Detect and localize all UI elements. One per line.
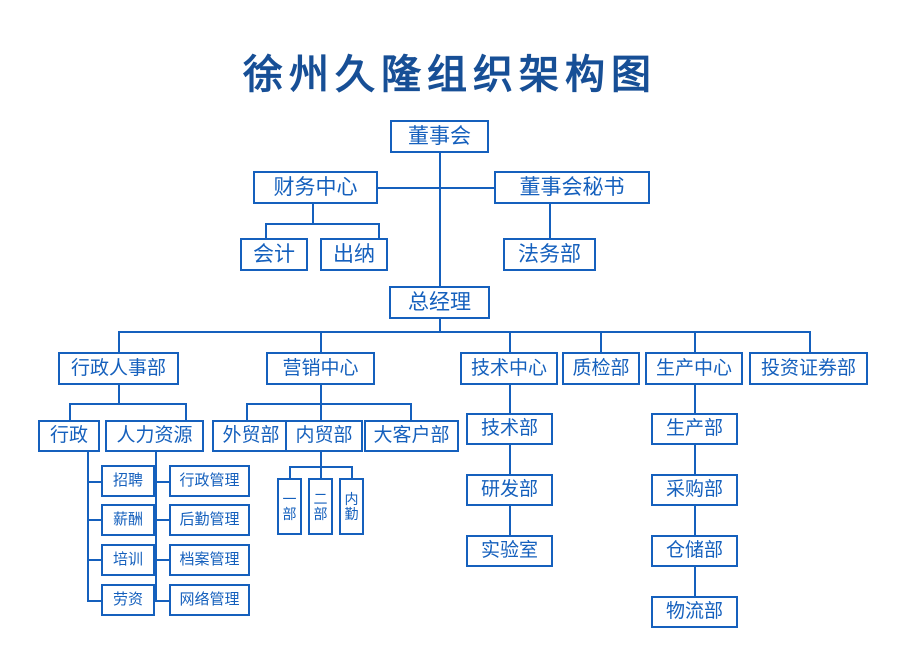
connector-training-stub	[87, 559, 101, 561]
node-team-two-char1: 二	[313, 491, 328, 508]
connector-finance-drop	[312, 204, 314, 224]
connector-proddept-to-purchasing	[694, 445, 696, 474]
node-key-accounts[interactable]: 大客户部	[364, 420, 459, 452]
connector-archives-stub	[155, 559, 169, 561]
node-qc-dept[interactable]: 质检部	[562, 352, 640, 385]
connector-teamtwo-stem	[320, 466, 322, 478]
node-team-one[interactable]: 一 部	[277, 478, 302, 535]
connector-keyaccounts-stem	[410, 403, 412, 420]
connector-techdept-to-rd	[509, 445, 511, 474]
node-admin-management[interactable]: 行政管理	[169, 465, 250, 497]
node-labor-wages[interactable]: 劳资	[101, 584, 155, 616]
connector-labor-stub	[87, 600, 101, 602]
connector-production-drop	[694, 331, 696, 352]
node-compensation[interactable]: 薪酬	[101, 504, 155, 536]
connector-logisticsmgmt-stub	[155, 519, 169, 521]
connector-qc-drop	[600, 331, 602, 352]
node-inside-sales-char1: 内	[344, 491, 359, 508]
connector-hr-stem	[185, 403, 187, 420]
node-logistics-dept[interactable]: 物流部	[651, 596, 738, 628]
node-recruitment[interactable]: 招聘	[101, 465, 155, 497]
connector-rd-to-lab	[509, 506, 511, 535]
connector-adminhr-stem	[118, 384, 120, 404]
connector-hr-trunk	[155, 452, 157, 602]
node-network-management[interactable]: 网络管理	[169, 584, 250, 616]
node-marketing-center[interactable]: 营销中心	[266, 352, 375, 385]
node-team-two[interactable]: 二 部	[308, 478, 333, 535]
node-foreign-trade[interactable]: 外贸部	[212, 420, 290, 452]
connector-gm-drop	[439, 312, 441, 332]
node-inside-sales-char2: 勤	[344, 506, 359, 523]
page-title: 徐州久隆组织架构图	[243, 52, 657, 98]
node-tech-center[interactable]: 技术中心	[460, 352, 558, 385]
connector-insidesales-stem	[351, 466, 353, 478]
connector-marketing-drop	[320, 331, 322, 352]
node-training[interactable]: 培训	[101, 544, 155, 576]
connector-admin-hr-drop	[118, 331, 120, 352]
node-general-manager[interactable]: 总经理	[389, 286, 490, 319]
connector-teamone-stem	[289, 466, 291, 478]
node-archives-management[interactable]: 档案管理	[169, 544, 250, 576]
connector-board-row-right	[439, 187, 495, 189]
connector-foreigntrade-stem	[246, 403, 248, 420]
connector-adminhr-bus	[69, 403, 186, 405]
connector-tech-center-to-dept	[509, 384, 511, 413]
connector-marketing-bus	[246, 403, 411, 405]
node-admin[interactable]: 行政	[38, 420, 100, 452]
connector-board-row-left	[378, 187, 495, 189]
node-team-two-char2: 部	[313, 506, 328, 523]
connector-accounting-drop	[265, 223, 267, 238]
connector-legal-drop	[549, 204, 551, 238]
node-inside-sales[interactable]: 内 勤	[339, 478, 364, 535]
node-board-secretary[interactable]: 董事会秘书	[494, 171, 650, 204]
connector-cashier-drop	[378, 223, 380, 238]
node-accounting[interactable]: 会计	[240, 238, 308, 271]
node-warehouse-dept[interactable]: 仓储部	[651, 535, 738, 567]
connector-domestic-stem	[320, 452, 322, 467]
connector-domestictrade-stem	[320, 403, 322, 420]
node-tech-dept[interactable]: 技术部	[466, 413, 553, 445]
node-investment-securities[interactable]: 投资证券部	[749, 352, 868, 385]
connector-purchasing-to-warehouse	[694, 506, 696, 535]
node-admin-hr-center[interactable]: 行政人事部	[58, 352, 179, 385]
node-team-one-char2: 部	[282, 506, 297, 523]
connector-tech-center-drop	[509, 331, 511, 352]
node-production-center[interactable]: 生产中心	[645, 352, 743, 385]
node-finance-center[interactable]: 财务中心	[253, 171, 378, 204]
node-human-resources[interactable]: 人力资源	[105, 420, 204, 452]
connector-adminmgmt-stub	[155, 481, 169, 483]
connector-prodcenter-to-dept	[694, 384, 696, 413]
connector-board-trunk	[439, 152, 441, 288]
node-domestic-trade[interactable]: 内贸部	[285, 420, 363, 452]
connector-marketing-stem	[320, 384, 322, 404]
node-rd-dept[interactable]: 研发部	[466, 474, 553, 506]
node-production-dept[interactable]: 生产部	[651, 413, 738, 445]
node-cashier[interactable]: 出纳	[320, 238, 388, 271]
connector-compensation-stub	[87, 519, 101, 521]
connector-admin-trunk	[87, 452, 89, 602]
node-laboratory[interactable]: 实验室	[466, 535, 553, 567]
node-purchasing-dept[interactable]: 采购部	[651, 474, 738, 506]
node-logistics-management[interactable]: 后勤管理	[169, 504, 250, 536]
connector-warehouse-to-logistics	[694, 567, 696, 596]
node-board[interactable]: 董事会	[390, 120, 489, 153]
connector-network-stub	[155, 600, 169, 602]
connector-recruitment-stub	[87, 481, 101, 483]
connector-admin-stem	[69, 403, 71, 420]
connector-gm-bus	[118, 331, 810, 333]
node-legal-dept[interactable]: 法务部	[503, 238, 596, 271]
connector-investment-drop	[809, 331, 811, 352]
connector-finance-bus	[265, 223, 380, 225]
node-team-one-char1: 一	[282, 491, 297, 508]
